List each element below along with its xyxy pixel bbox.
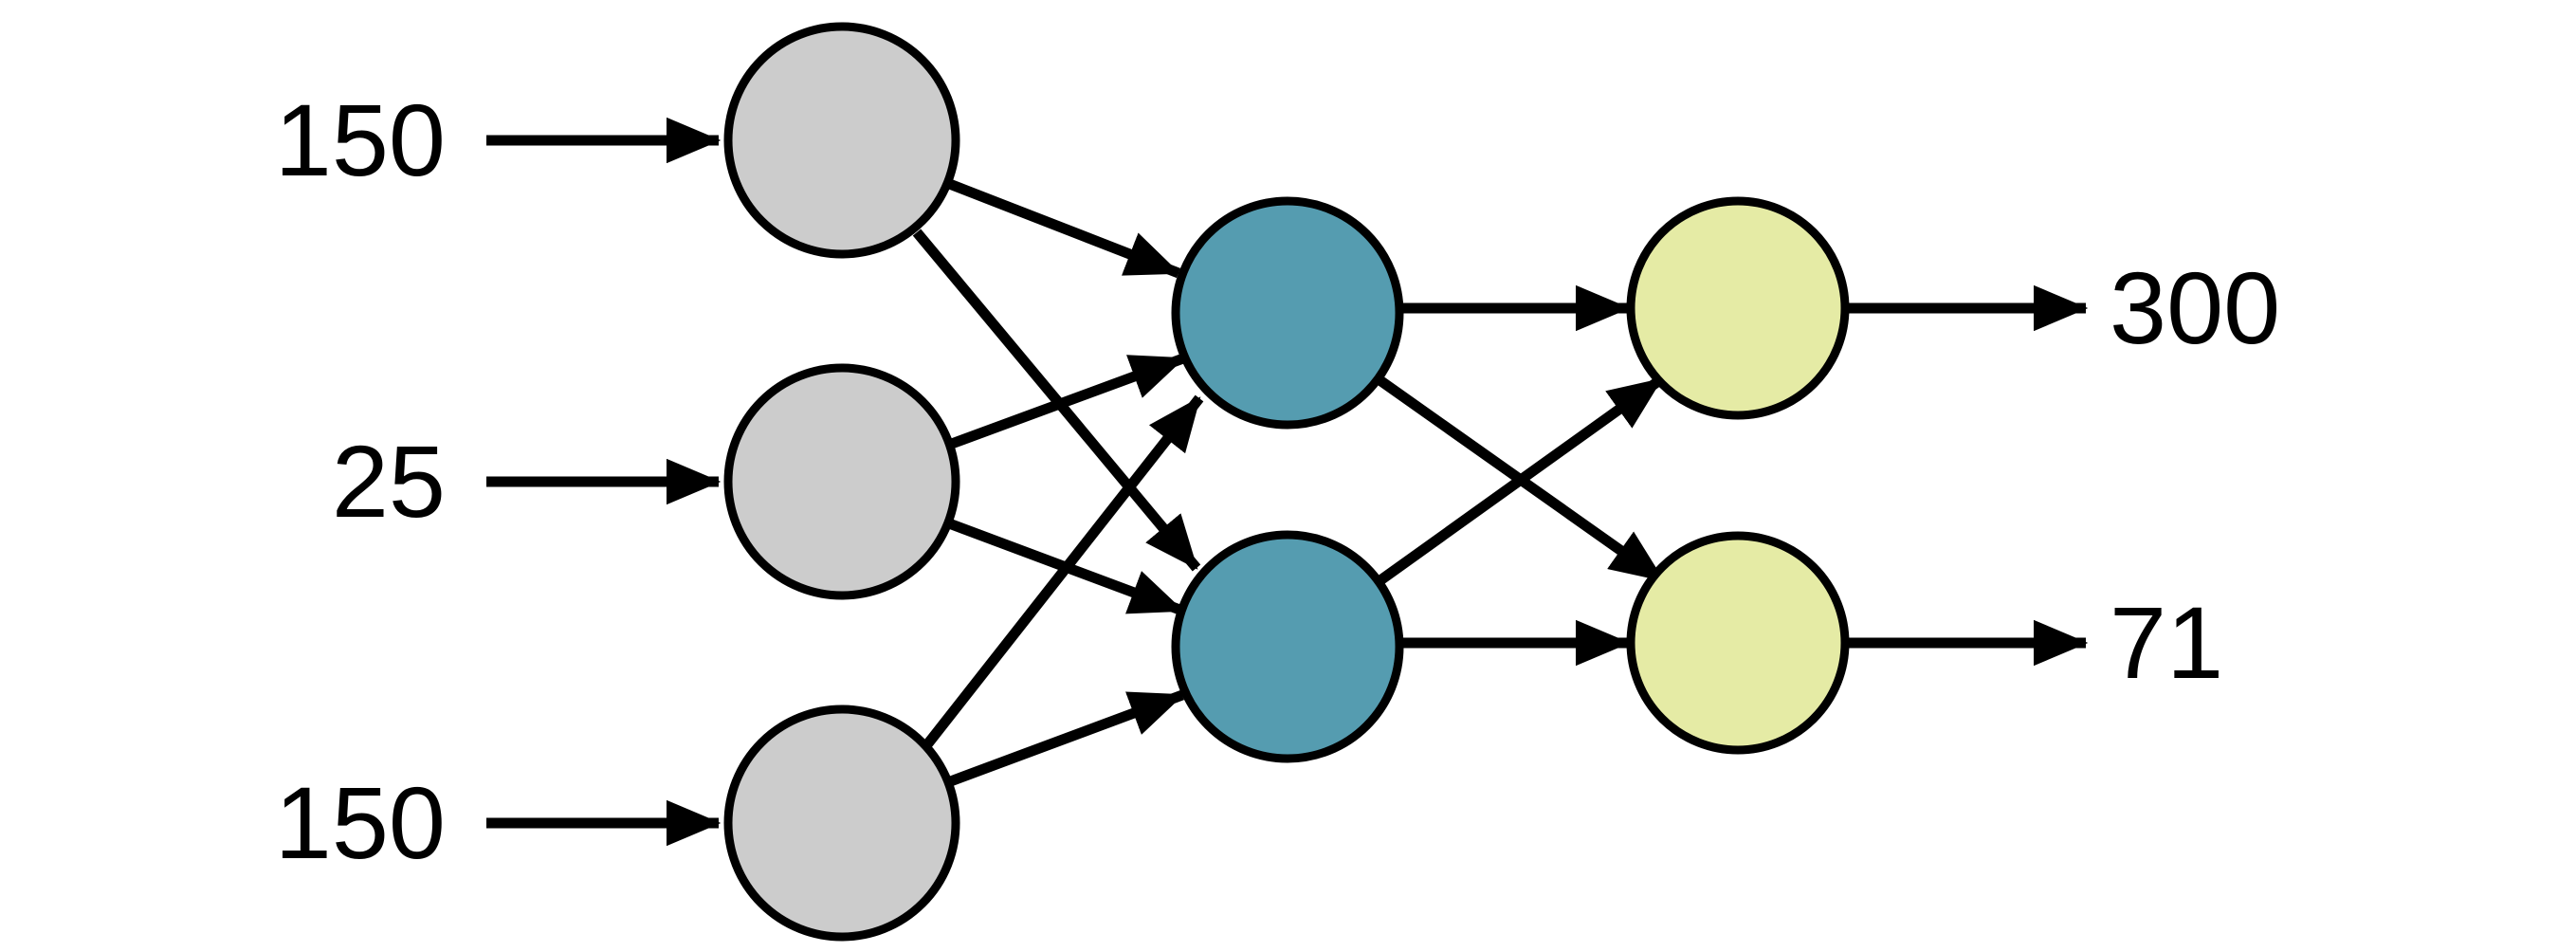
input-node-2[interactable] bbox=[723, 363, 960, 600]
input-value-label-1: 150 bbox=[275, 82, 446, 197]
hidden-node-2[interactable] bbox=[1171, 530, 1404, 763]
edge-in3-h2 bbox=[946, 689, 1185, 788]
input-node-3[interactable] bbox=[723, 705, 960, 942]
output-label-group: 300 71 bbox=[2110, 250, 2280, 700]
input-value-label-3: 150 bbox=[275, 765, 446, 880]
edge-in3-h1 bbox=[913, 394, 1204, 760]
edge-group-input-hidden bbox=[912, 177, 1204, 788]
output-arrow-group bbox=[1849, 284, 2089, 667]
input-layer bbox=[723, 22, 960, 942]
input-arrow-group bbox=[486, 117, 722, 847]
edge-in2-h1 bbox=[947, 353, 1186, 450]
input-label-group: 150 25 150 bbox=[275, 82, 446, 880]
edge-h2-o1 bbox=[1377, 375, 1665, 585]
output-node-2[interactable] bbox=[1626, 531, 1850, 755]
output-value-label-2: 71 bbox=[2110, 585, 2223, 700]
hidden-layer bbox=[1171, 196, 1404, 763]
output-node-1[interactable] bbox=[1626, 196, 1850, 420]
output-layer bbox=[1626, 196, 1850, 755]
input-value-label-2: 25 bbox=[332, 424, 446, 539]
edge-in1-h1 bbox=[945, 177, 1181, 279]
hidden-node-1[interactable] bbox=[1171, 196, 1404, 430]
input-node-1[interactable] bbox=[723, 22, 960, 259]
edge-group-hidden-output bbox=[1375, 284, 1667, 667]
output-value-label-1: 300 bbox=[2110, 250, 2280, 365]
